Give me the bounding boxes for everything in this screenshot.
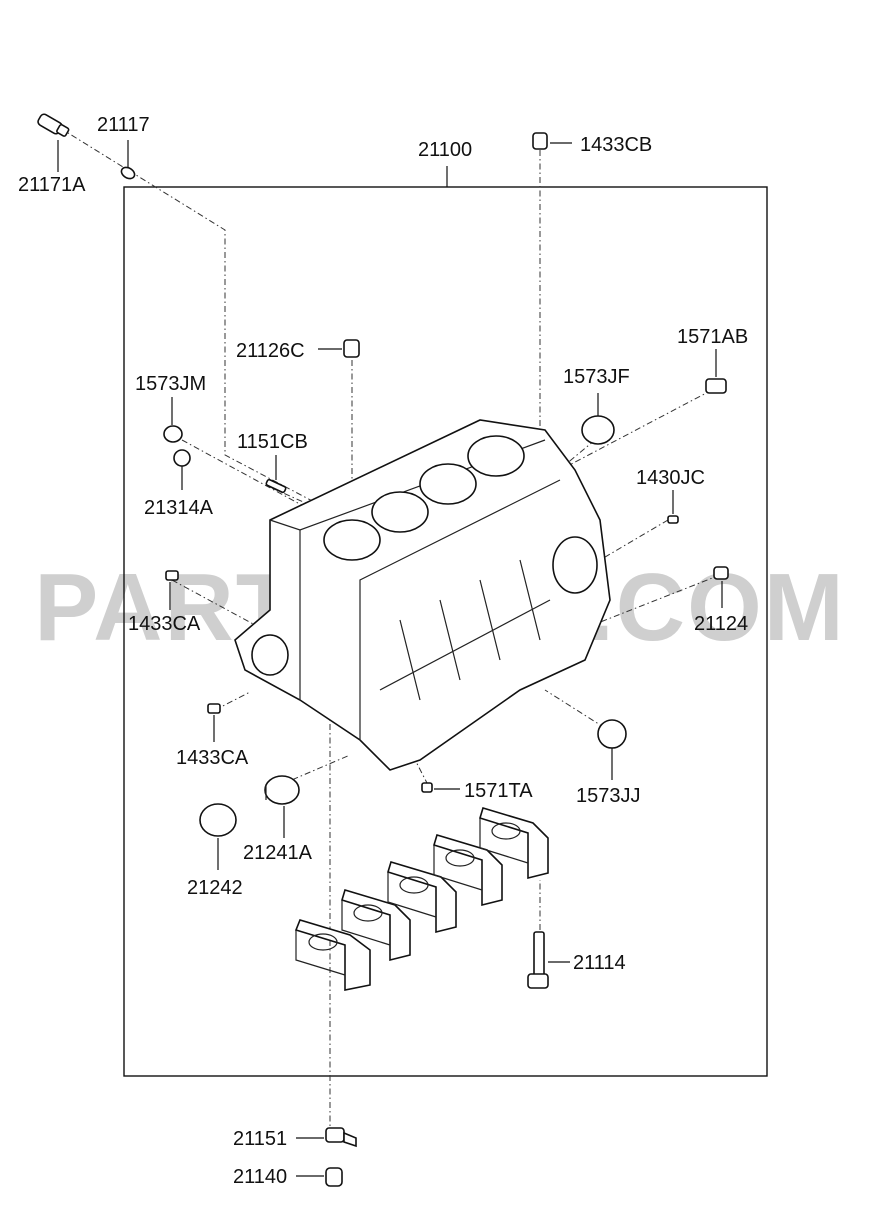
part-1433CA-upper-dowel: [165, 570, 179, 610]
part-21171A-sensor: [37, 113, 70, 172]
label-1573JJ: 1573JJ: [576, 785, 641, 807]
label-1433CA-upper: 1433CA: [128, 613, 201, 635]
cylinder-block: [234, 419, 611, 771]
label-21151: 21151: [233, 1128, 287, 1150]
label-21124: 21124: [694, 613, 748, 635]
part-21151-drain-plug: [296, 1127, 357, 1148]
part-21241A-bearing: [264, 775, 300, 838]
label-1433CB: 1433CB: [580, 134, 652, 156]
label-1151CB: 1151CB: [237, 431, 308, 453]
main-bearing-caps: [294, 807, 549, 991]
label-1571AB: 1571AB: [677, 326, 748, 348]
label-1430JC: 1430JC: [636, 467, 705, 489]
label-21126C: 21126C: [236, 340, 305, 362]
part-1433CB-dowel: [532, 132, 572, 150]
label-21140: 21140: [233, 1166, 287, 1188]
part-21140-bolt: [296, 1167, 343, 1187]
label-1573JM: 1573JM: [135, 373, 206, 395]
part-21314A-cap: [173, 449, 191, 490]
part-1573JM-cap: [163, 397, 183, 443]
label-21100: 21100: [418, 139, 472, 161]
part-21242-bearing: [199, 803, 237, 870]
label-21242: 21242: [187, 877, 243, 899]
part-1151CB-bolt: [265, 455, 287, 494]
label-1573JF: 1573JF: [563, 366, 630, 388]
label-1571TA: 1571TA: [464, 780, 533, 802]
label-21114: 21114: [573, 952, 626, 974]
part-1573JF-plug: [581, 393, 615, 445]
part-1571TA-plug: [421, 782, 460, 793]
part-1573JJ-plug: [597, 719, 627, 780]
label-21314A: 21314A: [144, 497, 214, 519]
part-1433CA-lower-dowel: [207, 703, 221, 742]
label-21117: 21117: [97, 114, 150, 136]
part-21117-oring: [120, 140, 136, 180]
part-1571AB-plug: [705, 349, 727, 394]
assembly-lines: [59, 127, 721, 1130]
part-21114-bolt: [527, 931, 570, 989]
assembly-frame: [123, 186, 768, 1077]
label-21241A: 21241A: [243, 842, 313, 864]
part-21124-pin: [713, 566, 729, 608]
label-21171A: 21171A: [18, 174, 86, 196]
part-21126C-dowel: [318, 339, 360, 358]
label-1433CA-lower: 1433CA: [176, 747, 249, 769]
part-1430JC-pin: [667, 490, 679, 524]
